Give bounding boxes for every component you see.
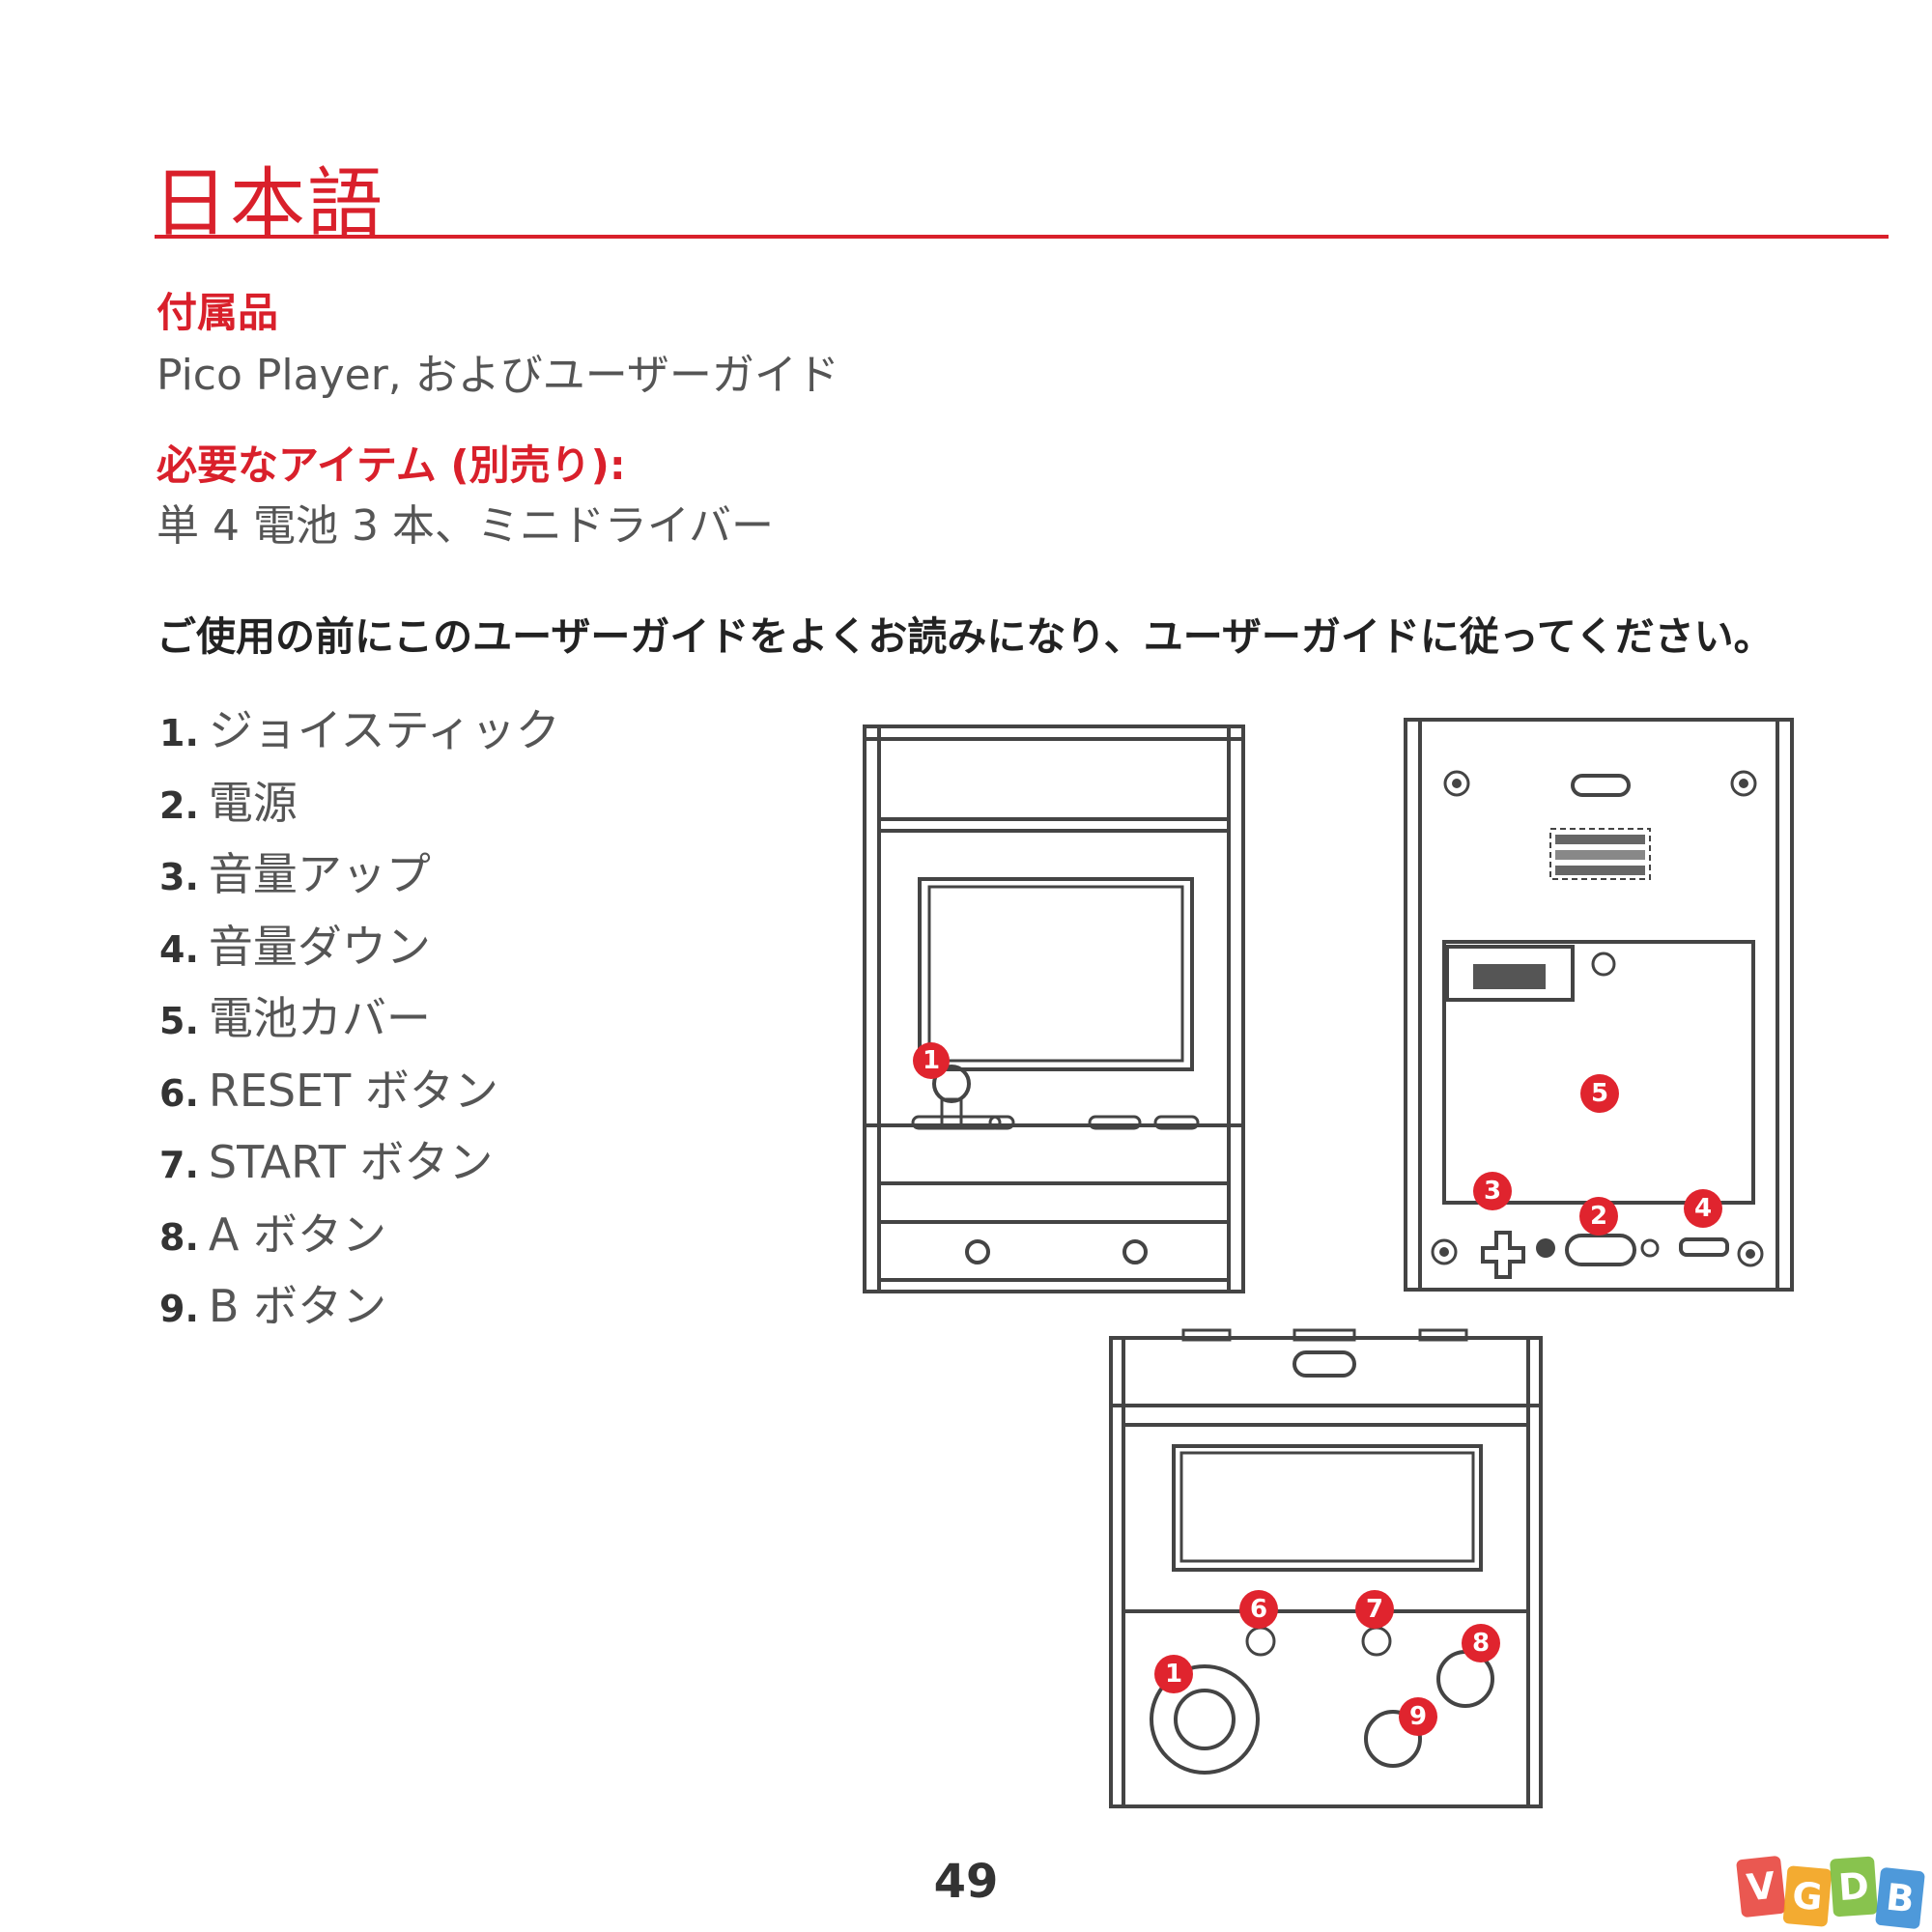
item-number: 1. xyxy=(159,712,199,754)
page-title: 日本語 xyxy=(153,160,385,247)
callout-number: 5 xyxy=(1591,1079,1608,1108)
callout-3: 3 xyxy=(1473,1172,1512,1210)
item-number: 2. xyxy=(159,783,199,827)
included-text: Pico Player, およびユーザーガイド xyxy=(156,351,839,400)
required-heading: 必要なアイテム (別売り): xyxy=(156,441,626,489)
item-label: A ボタン xyxy=(208,1208,386,1261)
callout-number: 1 xyxy=(1165,1660,1182,1689)
callout-number: 8 xyxy=(1472,1629,1490,1658)
item-number: 3. xyxy=(159,856,199,898)
list-item: 6.RESET ボタン xyxy=(159,1056,560,1128)
list-item: 7.START ボタン xyxy=(159,1127,560,1200)
watermark-letter: G xyxy=(1782,1865,1833,1927)
list-item: 8.A ボタン xyxy=(159,1200,560,1272)
callout-number: 7 xyxy=(1366,1595,1383,1624)
front-view-diagram xyxy=(863,724,1245,1293)
watermark-letter: V xyxy=(1735,1855,1787,1918)
item-number: 9. xyxy=(159,1288,199,1330)
callout-1-top: 1 xyxy=(1154,1655,1193,1693)
included-heading: 付属品 xyxy=(156,289,279,336)
callout-number: 6 xyxy=(1250,1595,1267,1624)
list-item: 9.B ボタン xyxy=(159,1271,560,1344)
callout-number: 9 xyxy=(1409,1702,1427,1731)
back-view-diagram xyxy=(1404,718,1794,1292)
list-item: 4.音量ダウン xyxy=(159,912,560,984)
item-number: 8. xyxy=(159,1215,199,1259)
top-view-diagram xyxy=(1109,1328,1543,1808)
item-label: RESET ボタン xyxy=(208,1064,498,1117)
callout-6: 6 xyxy=(1239,1590,1278,1629)
callout-7: 7 xyxy=(1355,1590,1394,1629)
item-label: 音量アップ xyxy=(208,848,431,900)
callout-5: 5 xyxy=(1580,1074,1619,1113)
watermark-letter: D xyxy=(1829,1856,1879,1918)
item-number: 4. xyxy=(159,927,199,971)
list-item: 5.電池カバー xyxy=(159,983,560,1056)
list-item: 3.音量アップ xyxy=(159,839,560,912)
item-number: 5. xyxy=(159,1000,199,1042)
vgdb-watermark-logo: V G D B xyxy=(1735,1855,1932,1932)
list-item: 2.電源 xyxy=(159,768,560,840)
item-label: ジョイスティック xyxy=(208,704,560,756)
callout-number: 3 xyxy=(1484,1177,1501,1206)
speaker-grille xyxy=(1549,828,1651,880)
instruction-text: ご使用の前にこのユーザーガイドをよくお読みになり、ユーザーガイドに従ってください… xyxy=(156,613,1774,660)
callout-1-front: 1 xyxy=(913,1042,950,1079)
callout-9: 9 xyxy=(1399,1697,1437,1736)
required-text: 単 4 電池 3 本、ミニドライバー xyxy=(156,501,775,551)
callout-number: 1 xyxy=(923,1046,940,1075)
item-number: 7. xyxy=(159,1144,199,1186)
page-number: 49 xyxy=(933,1855,999,1909)
item-label: START ボタン xyxy=(208,1136,494,1188)
item-label: 音量ダウン xyxy=(208,920,431,973)
callout-4: 4 xyxy=(1684,1189,1722,1228)
callout-number: 4 xyxy=(1694,1194,1712,1223)
item-label: 電池カバー xyxy=(208,992,431,1044)
callout-2: 2 xyxy=(1579,1197,1618,1236)
callout-8: 8 xyxy=(1462,1624,1500,1662)
item-label: B ボタン xyxy=(208,1280,387,1332)
watermark-letter: B xyxy=(1874,1866,1926,1930)
callout-number: 2 xyxy=(1590,1202,1607,1231)
title-divider xyxy=(155,235,1889,239)
item-label: 電源 xyxy=(208,776,298,829)
parts-list: 1.ジョイスティック 2.電源 3.音量アップ 4.音量ダウン 5.電池カバー … xyxy=(159,696,560,1344)
item-number: 6. xyxy=(159,1071,199,1115)
list-item: 1.ジョイスティック xyxy=(159,696,560,768)
